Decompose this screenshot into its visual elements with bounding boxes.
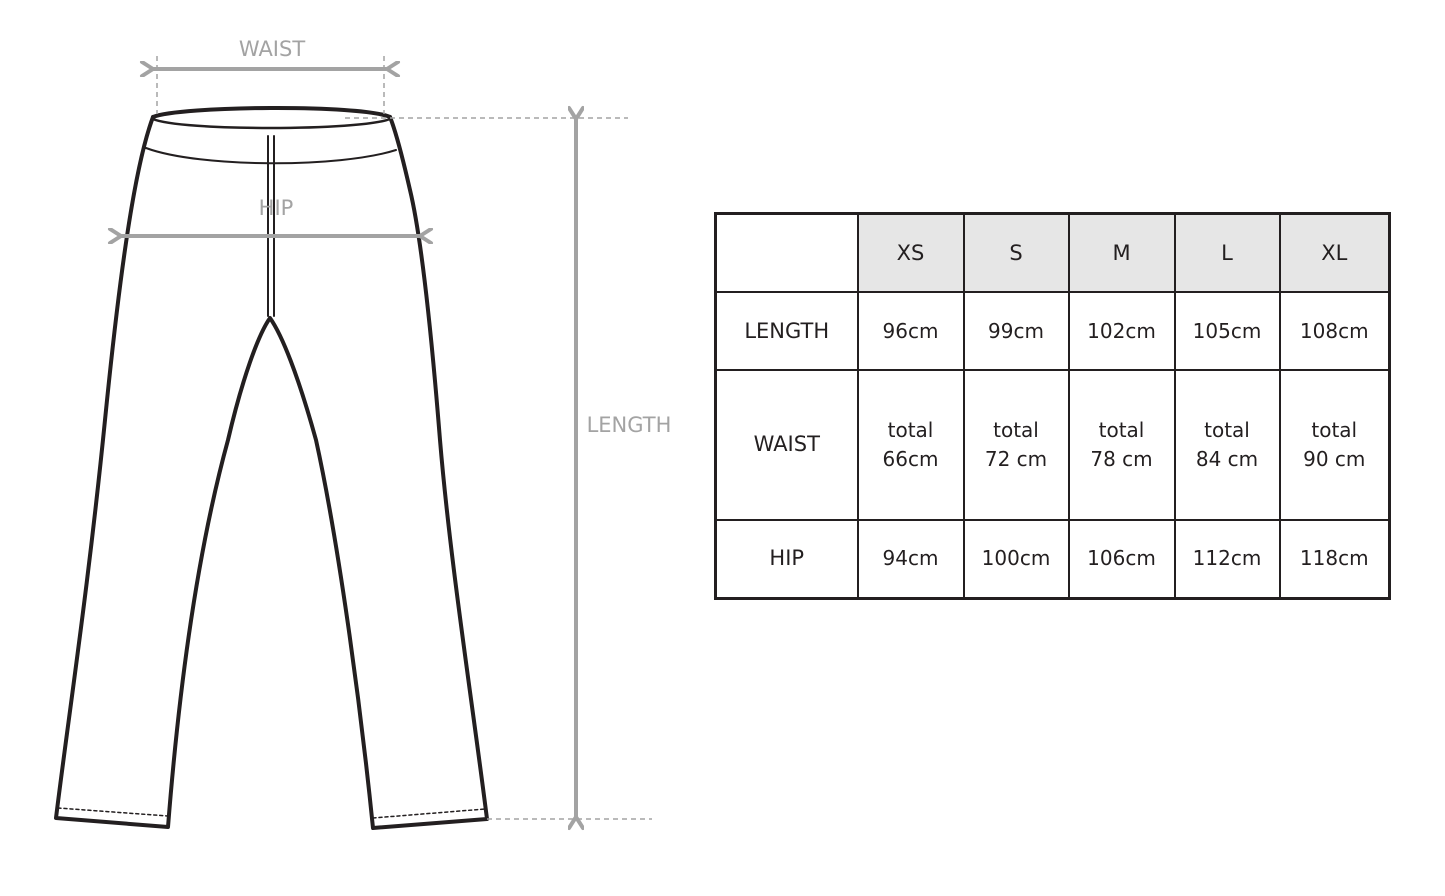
length-cell-xl: 108cm xyxy=(1278,291,1391,371)
waistband-bottom xyxy=(145,147,397,165)
cell-text: 112cm xyxy=(1192,546,1262,571)
hip-label: HIP xyxy=(259,196,294,220)
cell-text: 100cm xyxy=(981,546,1051,571)
hip-cell-xs: 94cm xyxy=(856,518,965,600)
size-header-xs: XS xyxy=(856,212,965,294)
waist-cell-l: total 84 cm xyxy=(1173,368,1281,521)
length-cell-m: 102cm xyxy=(1067,291,1176,371)
length-label: LENGTH xyxy=(587,413,672,437)
row-label-waist: WAIST xyxy=(714,368,859,521)
cell-text-line-1: total xyxy=(993,417,1039,442)
hip-cell-xl: 118cm xyxy=(1278,518,1391,600)
cell-text: 94cm xyxy=(882,546,939,571)
measurement-arrows xyxy=(122,69,576,816)
table-row-length: LENGTH 96cm 99cm 102cm 105cm 108cm xyxy=(714,291,1391,371)
hip-cell-m: 106cm xyxy=(1067,518,1176,600)
size-header-s: S xyxy=(962,212,1070,294)
cell-text-line-1: total xyxy=(1098,417,1145,442)
waist-label: WAIST xyxy=(239,37,306,61)
table-row-waist: WAIST total 66cm total 72 cm total 78 cm… xyxy=(714,368,1391,521)
pants-body xyxy=(54,115,489,830)
row-label-length: LENGTH xyxy=(714,291,859,371)
size-header-xl: XL xyxy=(1278,212,1391,294)
cell-text-line-2: 66cm xyxy=(882,446,939,471)
size-chart-table: XS S M L XL LENGTH 96cm 99cm 102cm 105cm… xyxy=(714,212,1391,600)
cell-text: 99cm xyxy=(988,318,1044,343)
center-seam xyxy=(267,135,275,317)
left-hem-stitch xyxy=(57,807,169,817)
right-hem-stitch xyxy=(372,808,486,819)
cell-text-line-2: 90 cm xyxy=(1303,446,1366,471)
cell-text: 106cm xyxy=(1087,546,1156,571)
row-label-hip: HIP xyxy=(714,518,859,600)
waist-cell-xs: total 66cm xyxy=(856,368,965,521)
waistband-top xyxy=(151,106,392,119)
hip-cell-s: 100cm xyxy=(962,518,1070,600)
cell-text-line-1: total xyxy=(1311,417,1358,442)
length-cell-xs: 96cm xyxy=(856,291,965,371)
pants-outline xyxy=(54,106,489,830)
table-row-hip: HIP 94cm 100cm 106cm 112cm 118cm xyxy=(714,518,1391,600)
cell-text-line-2: 84 cm xyxy=(1195,446,1259,471)
waist-cell-s: total 72 cm xyxy=(962,368,1070,521)
cell-text: 118cm xyxy=(1299,546,1369,571)
waistband-inner xyxy=(151,117,392,130)
cell-text: 96cm xyxy=(882,318,939,343)
waist-cell-xl: total 90 cm xyxy=(1278,368,1391,521)
cell-text-line-2: 78 cm xyxy=(1090,446,1153,471)
size-header-l: L xyxy=(1173,212,1281,294)
table-header-row: XS S M L XL xyxy=(714,212,1391,294)
cell-text: 102cm xyxy=(1087,318,1156,343)
hip-cell-l: 112cm xyxy=(1173,518,1281,600)
size-header-m: M xyxy=(1067,212,1176,294)
cell-text: 108cm xyxy=(1299,318,1369,343)
cell-text-line-1: total xyxy=(887,417,934,442)
cell-text-line-1: total xyxy=(1204,417,1250,442)
waist-cell-m: total 78 cm xyxy=(1067,368,1176,521)
cell-text-line-2: 72 cm xyxy=(984,446,1048,471)
cell-text: 105cm xyxy=(1192,318,1262,343)
length-cell-l: 105cm xyxy=(1173,291,1281,371)
length-cell-s: 99cm xyxy=(962,291,1070,371)
table-corner-cell xyxy=(714,212,859,294)
